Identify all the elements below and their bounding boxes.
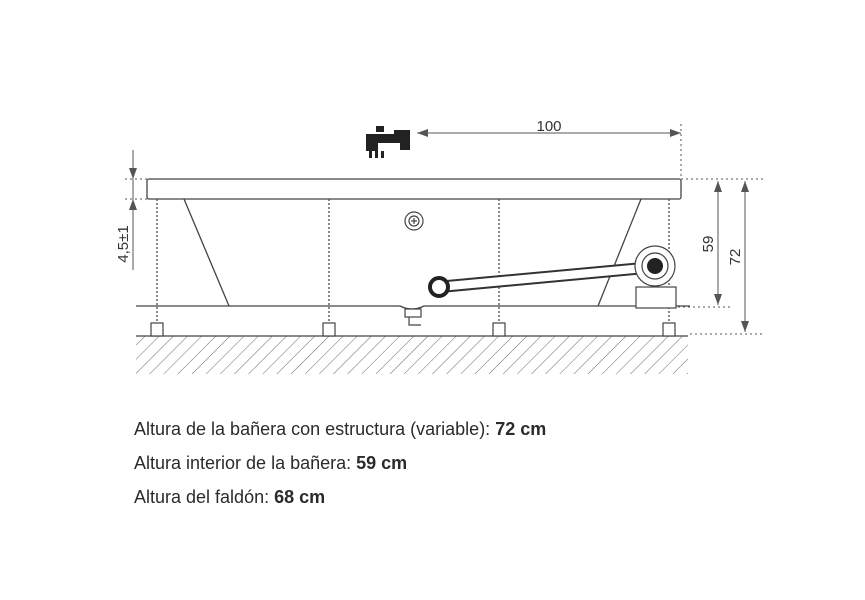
- faucet-icon: [366, 126, 410, 158]
- pump-linkage: [428, 260, 658, 298]
- dimension-label-100: 100: [536, 118, 561, 135]
- spec-value: 68 cm: [274, 487, 326, 507]
- leg-feet: [150, 322, 676, 337]
- bathtub-rim: [146, 178, 682, 200]
- dimension-line-rim: [125, 150, 147, 270]
- dimension-label-72: 72: [727, 249, 744, 266]
- spec-label: Altura interior de la bañera:: [134, 453, 357, 473]
- spec-label: Altura de la bañera con estructura (vari…: [134, 419, 496, 439]
- waste-valve-icon: [404, 308, 422, 326]
- leg-foot: [492, 322, 506, 337]
- dimension-line-72: [690, 181, 765, 335]
- dimension-line-100: [417, 124, 682, 179]
- spec-value: 59 cm: [356, 453, 408, 473]
- spec-list: Altura de la bañera con estructura (vari…: [134, 412, 546, 514]
- linkage-bar: [434, 260, 658, 294]
- floor: [136, 335, 688, 374]
- leg-foot: [662, 322, 676, 337]
- dimension-label-rim: 4,5±1: [115, 225, 132, 262]
- tub-right-wall: [597, 198, 642, 307]
- tub-left-wall: [183, 198, 230, 307]
- bathtub-technical-drawing: 100 59 72 4,5±1: [115, 118, 765, 374]
- support-legs: [156, 199, 670, 323]
- dimension-label-59: 59: [700, 236, 717, 253]
- spec-item-skirt-height: Altura del faldón: 68 cm: [134, 480, 546, 514]
- spec-item-inner-height: Altura interior de la bañera: 59 cm: [134, 446, 546, 480]
- dimension-line-59: [678, 178, 765, 308]
- spec-label: Altura del faldón:: [134, 487, 275, 507]
- linkage-pivot-left: [428, 276, 450, 298]
- overflow-drain-icon: [404, 211, 424, 231]
- spec-value: 72 cm: [495, 419, 547, 439]
- leg-foot: [150, 322, 164, 337]
- spec-item-total-height: Altura de la bañera con estructura (vari…: [134, 412, 546, 446]
- bathtub-body: [136, 178, 690, 310]
- pump-motor-icon: [634, 245, 677, 309]
- leg-foot: [322, 322, 336, 337]
